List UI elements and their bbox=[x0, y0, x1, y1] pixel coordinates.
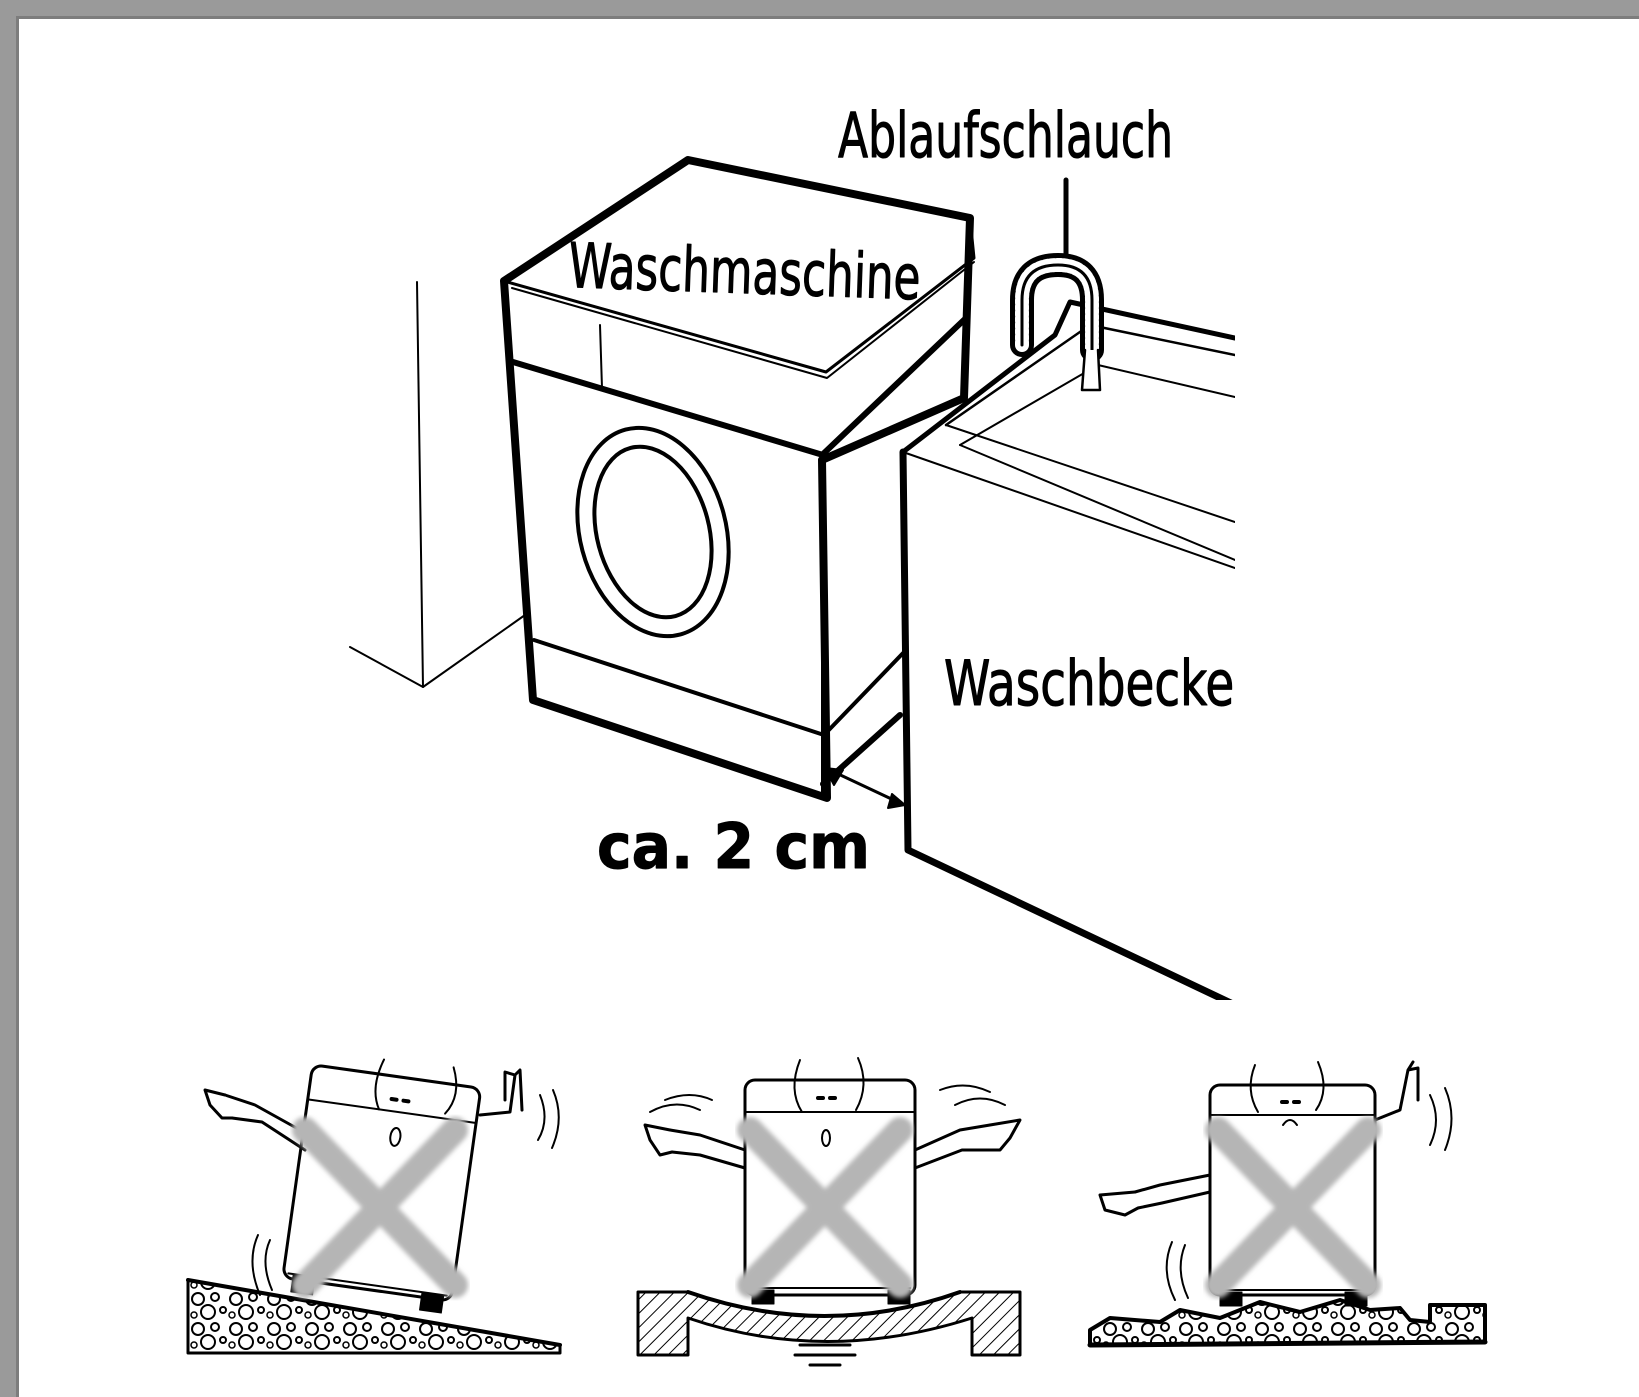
drain-hose-label: Ablaufschlauch bbox=[838, 99, 1173, 172]
wrong-install-sloped-floor bbox=[186, 1058, 562, 1355]
washing-machine-label: Waschmaschine bbox=[567, 229, 921, 314]
washing-machine-icon bbox=[500, 156, 976, 802]
wrong-install-uneven-floor bbox=[1087, 1060, 1488, 1348]
drain-hose-icon bbox=[1010, 253, 1104, 392]
wall-corner bbox=[349, 281, 526, 688]
gap-arrow-icon bbox=[820, 712, 906, 809]
gap-label: ca. 2 cm bbox=[597, 810, 870, 883]
sink-label: Waschbecken bbox=[944, 647, 1264, 720]
wrong-install-sagging-floor bbox=[636, 1057, 1022, 1367]
